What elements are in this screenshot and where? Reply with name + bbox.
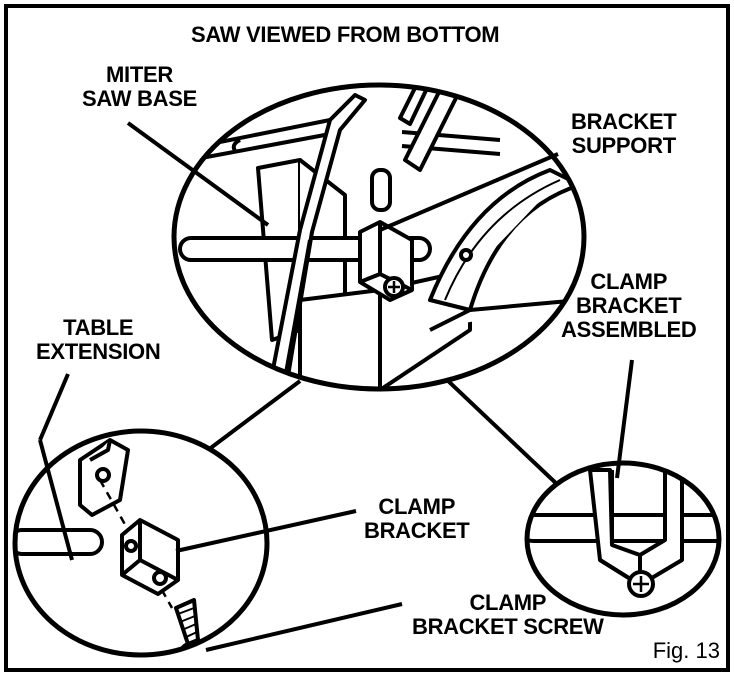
label-bracket-support: BRACKET SUPPORT (571, 109, 677, 158)
label-line: MITER (106, 62, 173, 87)
leader-lines (38, 121, 634, 652)
label-line: BRACKET SCREW (412, 614, 604, 639)
label-line: ASSEMBLED (561, 317, 697, 342)
diagram-title: SAW VIEWED FROM BOTTOM (191, 22, 500, 47)
main-view (171, 82, 587, 392)
label-line: CLAMP (590, 269, 668, 294)
label-line: CLAMP (469, 590, 547, 615)
figure-number: Fig. 13 (652, 638, 720, 663)
assembled-view (524, 460, 722, 618)
label-line: SAW BASE (82, 86, 197, 111)
label-line: BRACKET (575, 293, 682, 318)
label-line: SUPPORT (571, 133, 677, 158)
label-line: EXTENSION (36, 339, 161, 364)
exploded-view (12, 428, 270, 658)
label-clamp-bracket: CLAMP BRACKET (364, 494, 470, 543)
label-table-extension: TABLE EXTENSION (36, 315, 161, 364)
label-line: TABLE (63, 315, 134, 340)
label-line: BRACKET (571, 109, 677, 134)
label-clamp-bracket-screw: CLAMP BRACKET SCREW (412, 591, 604, 639)
label-line: CLAMP (378, 494, 456, 519)
label-line: BRACKET (364, 518, 470, 543)
connector-lines (206, 376, 562, 489)
label-miter-saw-base: MITER SAW BASE (82, 63, 197, 111)
label-clamp-bracket-assembled: CLAMP BRACKET ASSEMBLED (561, 269, 697, 342)
